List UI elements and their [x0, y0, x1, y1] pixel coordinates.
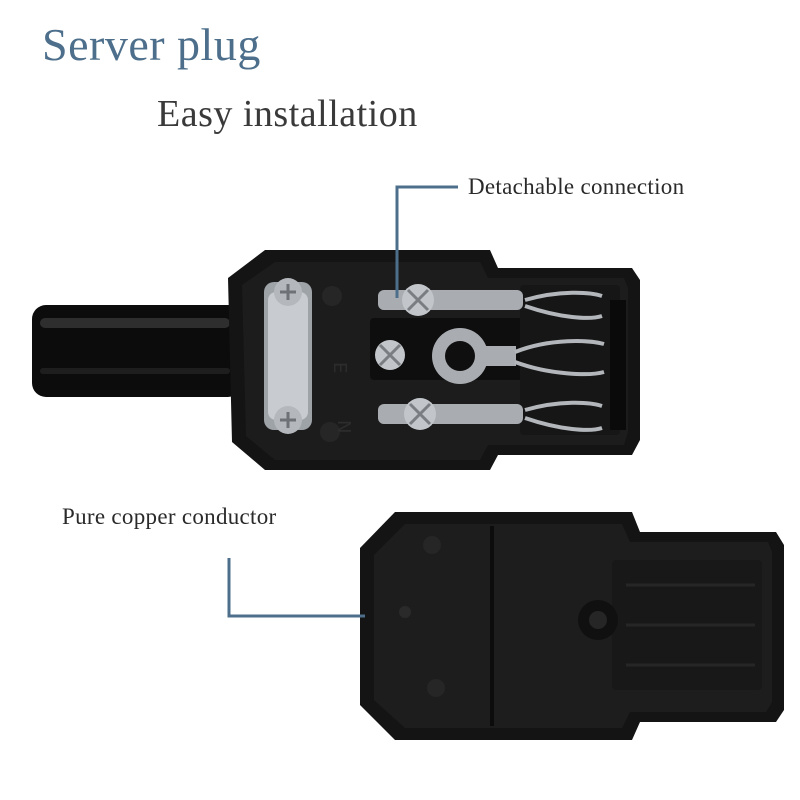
svg-text:E: E [329, 362, 350, 373]
cable [32, 305, 242, 397]
callout-line-bottom [227, 558, 365, 618]
plug-body-open: E N [228, 250, 640, 470]
svg-text:N: N [333, 420, 354, 433]
callout-label-detachable: Detachable connection [468, 174, 685, 199]
page-title: Server plug [42, 19, 261, 70]
plug-cover [360, 512, 784, 740]
callout-line-top [395, 185, 458, 298]
page-subtitle: Easy installation [157, 93, 418, 135]
callout-label-copper: Pure copper conductor [62, 504, 277, 529]
